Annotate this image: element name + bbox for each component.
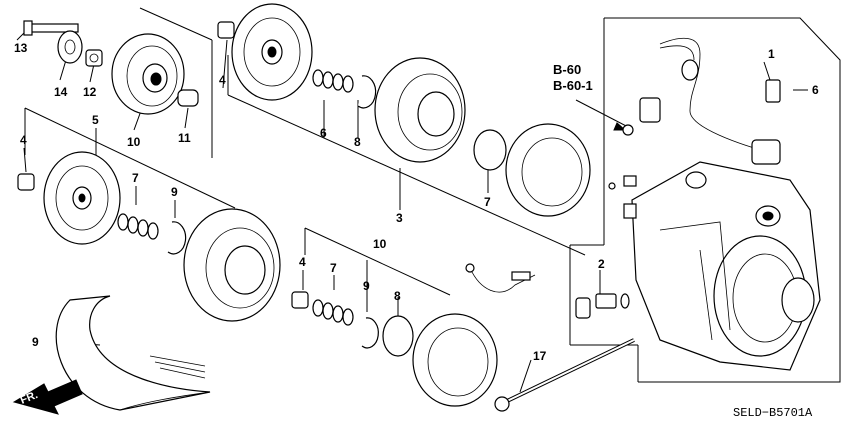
- callout-12: 10: [127, 135, 141, 149]
- snap-ring-8-lower: [382, 315, 414, 357]
- callout-10: 9: [32, 335, 39, 349]
- armature-plate-upper: [231, 3, 313, 101]
- reference-b60-1: B-60-1: [553, 78, 593, 93]
- callout-9-left: 9: [171, 185, 178, 199]
- callout-8-upper: 7: [484, 195, 491, 209]
- field-coil-11: [412, 263, 536, 407]
- callout-5: 5: [92, 113, 99, 127]
- through-bolt-17: [494, 338, 635, 412]
- nut-4-upper: [217, 21, 235, 39]
- callout-4-left: 4: [20, 133, 27, 147]
- wire-harness-6: [639, 37, 781, 165]
- callout-3: 3: [396, 211, 403, 225]
- callout-7-upper: 6: [320, 126, 327, 140]
- callout-2: 2: [598, 257, 605, 271]
- shims-upper: [312, 69, 377, 109]
- snap-ring-8-upper: [473, 129, 507, 171]
- callout-4-lower: 4: [299, 255, 306, 269]
- nut-4-lower: [291, 291, 309, 309]
- callout-15: 13: [14, 41, 28, 55]
- pulley-left: [183, 208, 281, 322]
- bolt-b60: [622, 124, 634, 136]
- reference-b60: B-60: [553, 62, 581, 77]
- callout-13: 11: [178, 131, 191, 145]
- callout-16: 14: [54, 85, 68, 99]
- callout-7-lower: 7: [330, 261, 337, 275]
- callouts: 13 14 12 10 11 4 6 8 7 3 4 5 7 9 9 10 4 …: [14, 41, 819, 420]
- clip-small: [623, 175, 637, 187]
- callout-9-lower: 9: [363, 279, 370, 293]
- screw-small: [608, 182, 616, 190]
- compressor-body: [623, 161, 821, 371]
- callout-9-upper: 8: [354, 135, 361, 149]
- diagram-code: SELD−B5701A: [733, 406, 813, 420]
- idler-pulley-12: [111, 33, 185, 115]
- armature-plate-5: [43, 151, 121, 245]
- cap-16: [57, 30, 83, 64]
- callout-11: 10: [373, 237, 387, 251]
- bushing-13: [177, 89, 199, 107]
- pulley-upper: [374, 57, 466, 163]
- nut-4-left: [17, 173, 35, 191]
- front-arrow: [12, 379, 83, 415]
- shims-lower: [312, 299, 379, 349]
- drive-belt-10: [55, 295, 211, 411]
- switch-1: [765, 79, 781, 103]
- relief-valve-2: [575, 293, 630, 319]
- callout-6: 6: [812, 83, 819, 97]
- callout-7-left: 7: [132, 171, 139, 185]
- callout-14: 12: [83, 85, 97, 99]
- callout-17: 17: [533, 349, 547, 363]
- shims-left: [117, 213, 187, 255]
- callout-1: 1: [768, 47, 775, 61]
- field-coil-upper: [505, 123, 591, 217]
- nut-14: [85, 49, 103, 67]
- callout-8-lower: 8: [394, 289, 401, 303]
- callout-4-upper: 4: [219, 73, 226, 87]
- bolt-15: [23, 20, 79, 36]
- part-shapes: [12, 3, 821, 415]
